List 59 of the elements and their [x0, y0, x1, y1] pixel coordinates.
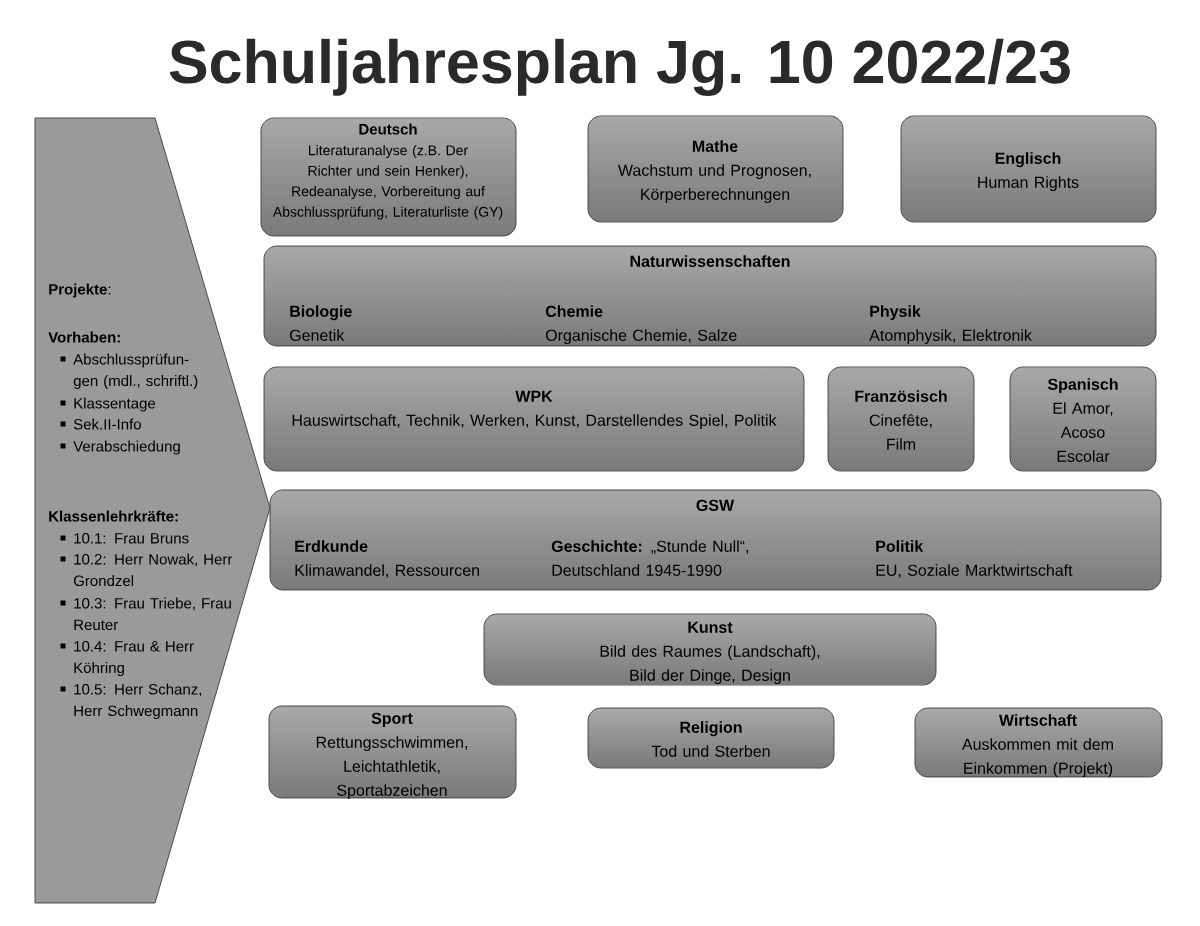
arrow-panel — [34, 117, 271, 904]
list-item: 10.3: Frau Triebe, Frau Reuter — [74, 597, 231, 631]
subject-box — [587, 115, 844, 223]
topic-heading: Physik — [870, 305, 921, 321]
topic-text: Atomphysik, Elektronik — [869, 329, 1032, 345]
subject-heading: Religion — [680, 721, 742, 737]
subject-heading: Sport — [371, 712, 413, 728]
topic-text: EU, Soziale Marktwirtschaft — [876, 564, 1073, 578]
list-item: 10.1: Frau Bruns — [74, 532, 189, 544]
subject-box — [260, 117, 517, 237]
list-item: 10.4: Frau & Herr Köhring — [74, 640, 194, 677]
topic-heading: Erdkunde — [295, 540, 368, 552]
topic-text: Hauswirtschaft, Technik, Werken, Kunst, Darstellendes Spiel, Politik — [292, 414, 777, 430]
list-item: Abschlussprüfun-gen (mdl., schriftl.) — [73, 353, 198, 390]
topic-heading: Chemie — [545, 305, 603, 317]
subject-heading: Französisch — [855, 390, 947, 402]
subject-heading: Naturwissenschaften — [630, 255, 790, 267]
subject-heading: Deutsch — [359, 123, 417, 135]
subject-box — [1009, 366, 1157, 472]
subject-box — [827, 366, 975, 472]
subject-box — [900, 115, 1157, 223]
list-item: Sek.II-Info — [73, 418, 141, 430]
topic-text: Cinefête, Film — [869, 414, 932, 450]
list-item: 10.5: Herr Schanz, Herr Schwegmann — [74, 683, 202, 720]
subject-heading: Englisch — [995, 152, 1061, 168]
subject-box — [263, 245, 1157, 347]
topic-text: Human Rights — [978, 176, 1079, 192]
subject-box — [587, 707, 835, 769]
subject-box — [268, 705, 517, 800]
topic-text: Bild des Raumes (Landschaft), Bild der Dinge, Design — [600, 645, 820, 685]
subject-heading: Mathe — [692, 140, 738, 152]
subject-heading: Kunst — [688, 621, 733, 633]
topic-text: Organische Chemie, Salze — [545, 329, 737, 345]
list-heading: Klassenlehrkräfte: — [49, 510, 178, 522]
topic-text: El Amor, Acoso Escolar — [1053, 402, 1113, 462]
topic-text: Auskommen mit dem Einkommen (Projekt) — [962, 738, 1113, 778]
subject-box — [914, 707, 1163, 778]
subject-box — [263, 366, 805, 472]
topic-text: Wachstum und Prognosen, Körperberechnungen — [618, 164, 811, 204]
subject-heading: Spanisch — [1047, 378, 1118, 394]
topic-text: Genetik — [290, 329, 345, 341]
topic-text: Klimawandel, Ressourcen — [295, 564, 479, 578]
list-item: 10.2: Herr Nowak, Herr Grondzel — [73, 553, 233, 587]
topic-heading: Biologie — [290, 305, 352, 321]
subject-box — [269, 489, 1162, 591]
subject-heading: Wirtschaft — [999, 714, 1077, 726]
subject-heading: WPK — [515, 390, 553, 402]
topic-text: Tod und Sterben — [651, 745, 770, 757]
list-item: Klassentage — [74, 397, 156, 412]
list-heading: Projekte: — [49, 283, 111, 298]
topic-text: Geschichte: „Stunde Null“, Deutschland 1945-1990 — [551, 540, 749, 576]
title: Schuljahresplan Jg. 10 2022/23 — [169, 38, 1070, 96]
list-item: Verabschiedung — [73, 440, 180, 455]
subject-heading: GSW — [696, 499, 735, 511]
list-heading: Vorhaben: — [48, 331, 120, 343]
subject-box — [483, 613, 937, 686]
topic-heading: Politik — [876, 540, 924, 552]
topic-text: Rettungsschwimmen, Leichtathletik, Sportabzeichen — [316, 736, 467, 800]
topic-text: Literaturanalyse (z.B. Der Richter und sein Henker), Redeanalyse, Vorbereitung auf Abschlussprüfung, Literaturliste (GY) — [272, 145, 503, 220]
